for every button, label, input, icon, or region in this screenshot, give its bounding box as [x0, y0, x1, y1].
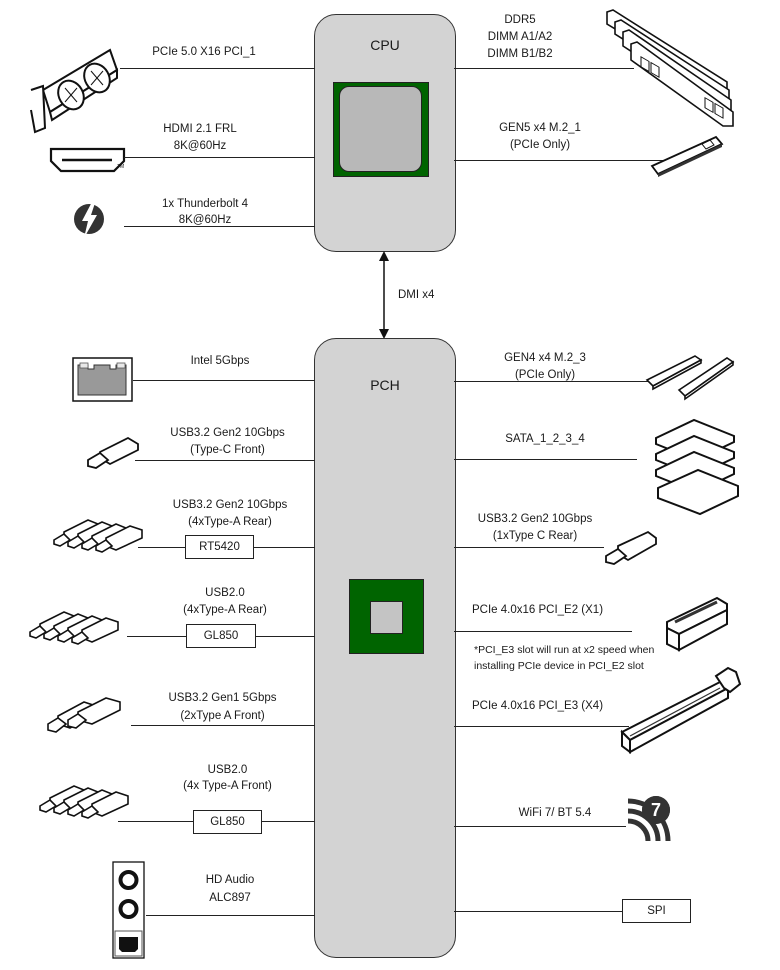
- audio-label-1: HD Audio: [205, 874, 255, 886]
- pcie-x16-slot-icon: [620, 666, 742, 754]
- usb-stick-4x-icon: [39, 785, 129, 819]
- cpu-die-core: [339, 86, 422, 172]
- pcie-e2-link: [454, 631, 632, 633]
- usb2-rear-label-2: (4xType-A Rear): [183, 604, 267, 616]
- spi-box: SPI: [622, 899, 691, 923]
- pcie-x1-slot-icon: [666, 596, 728, 652]
- pcie-note-2: installing PCIe device in PCI_E2 slot: [474, 660, 644, 672]
- wifi-label: WiFi 7/ BT 5.4: [518, 807, 592, 819]
- usb-typec-rear-label-1: USB3.2 Gen2 10Gbps: [477, 513, 593, 525]
- hdmi-link: [124, 157, 315, 159]
- pch-title: PCH: [370, 377, 400, 393]
- hdmi-label-1: HDMI 2.1 FRL: [163, 123, 237, 135]
- pcie-e3-link: [454, 726, 629, 728]
- usb-gen2-rear-label-1: USB3.2 Gen2 10Gbps: [172, 499, 288, 511]
- thunderbolt-label-2: 8K@60Hz: [178, 214, 232, 226]
- gen4-m2-label-1: GEN4 x4 M.2_3: [504, 352, 586, 364]
- thunderbolt-link: [124, 226, 315, 228]
- gl850-rear-controller: GL850: [186, 624, 256, 648]
- pcie-e2-label: PCIe 4.0x16 PCI_E2 (X1): [472, 604, 604, 616]
- sata-label: SATA_1_2_3_4: [505, 433, 585, 445]
- usb-gen1-front-link: [131, 725, 315, 727]
- gl850-front-controller: GL850: [193, 810, 262, 834]
- usb-gen1-front-label-1: USB3.2 Gen1 5Gbps: [168, 692, 277, 704]
- ddr5-label-2: DIMM A1/A2: [487, 31, 553, 43]
- m2-ssd-icon: [650, 135, 724, 177]
- m2-ssd-2x-icon: [645, 355, 735, 401]
- spi-link: [454, 911, 622, 913]
- graphics-card-icon: [30, 48, 119, 134]
- usb-stick-2x-icon: [47, 697, 121, 733]
- usb-typec-front-label-2: (Type-C Front): [190, 444, 265, 456]
- thunderbolt-icon: [74, 200, 104, 238]
- wifi7-badge: 7: [651, 800, 661, 820]
- cpu-title: CPU: [370, 37, 400, 53]
- hdmi-icon: [49, 147, 126, 173]
- audio-label-2: ALC897: [209, 892, 251, 904]
- sata-link: [454, 459, 637, 461]
- ddr5-label-1: DDR5: [504, 14, 536, 26]
- dmi-arrow: [379, 251, 389, 339]
- pch-die: [349, 579, 424, 654]
- usb-stick-icon: [87, 436, 139, 469]
- usb-gen1-front-label-2: (2xType A Front): [180, 710, 265, 722]
- usb-stick-4x-icon: [53, 519, 143, 553]
- pcie5-link: [120, 68, 315, 70]
- ethernet-port-icon: [72, 357, 133, 402]
- usb-gen2-rear-label-2: (4xType-A Rear): [188, 516, 272, 528]
- usb-typec-front-link: [135, 460, 315, 462]
- gen5-m2-link: [454, 160, 664, 162]
- ddr5-label-3: DIMM B1/B2: [487, 48, 553, 60]
- gen4-m2-label-2: (PCIe Only): [514, 369, 576, 381]
- usb-typec-rear-label-2: (1xType C Rear): [492, 530, 578, 542]
- usb2-front-label-1: USB2.0: [207, 764, 248, 776]
- usb-stick-4x-icon: [29, 611, 119, 645]
- cpu-block: CPU: [314, 14, 456, 252]
- gen5-m2-label-2: (PCIe Only): [509, 139, 571, 151]
- cpu-die: [333, 82, 429, 177]
- hdmi-label-2: 8K@60Hz: [173, 140, 227, 152]
- pcie-note-1: *PCI_E3 slot will run at x2 speed when: [474, 644, 655, 656]
- pch-die-core: [370, 601, 403, 634]
- dmi-label: DMI x4: [398, 289, 435, 301]
- usb-stick-icon: [605, 530, 657, 565]
- gen5-m2-label-1: GEN5 x4 M.2_1: [499, 122, 581, 134]
- ethernet-label: Intel 5Gbps: [190, 355, 250, 367]
- pcie-e3-label: PCIe 4.0x16 PCI_E3 (X4): [472, 700, 604, 712]
- sata-drive-stack-icon: [655, 418, 739, 516]
- pch-block: PCH: [314, 338, 456, 958]
- rt5420-controller: RT5420: [185, 535, 254, 559]
- usb2-front-label-2: (4x Type-A Front): [183, 780, 272, 792]
- usb-typec-rear-link: [454, 547, 604, 549]
- wifi7-icon: 7: [627, 796, 671, 842]
- ddr5-dimm-icon: [606, 9, 734, 127]
- usb2-rear-label-1: USB2.0: [205, 587, 245, 599]
- hdmi-tm: TM: [117, 164, 125, 170]
- usb-typec-front-label-1: USB3.2 Gen2 10Gbps: [170, 427, 285, 439]
- audio-jack-panel-icon: [112, 861, 145, 959]
- gen4-m2-link: [454, 381, 654, 383]
- pcie5-label: PCIe 5.0 X16 PCI_1: [152, 46, 256, 58]
- audio-link: [146, 915, 315, 917]
- wifi-link: [454, 826, 626, 828]
- ethernet-link: [133, 380, 315, 382]
- ddr5-link: [454, 68, 634, 70]
- thunderbolt-label-1: 1x Thunderbolt 4: [161, 198, 249, 210]
